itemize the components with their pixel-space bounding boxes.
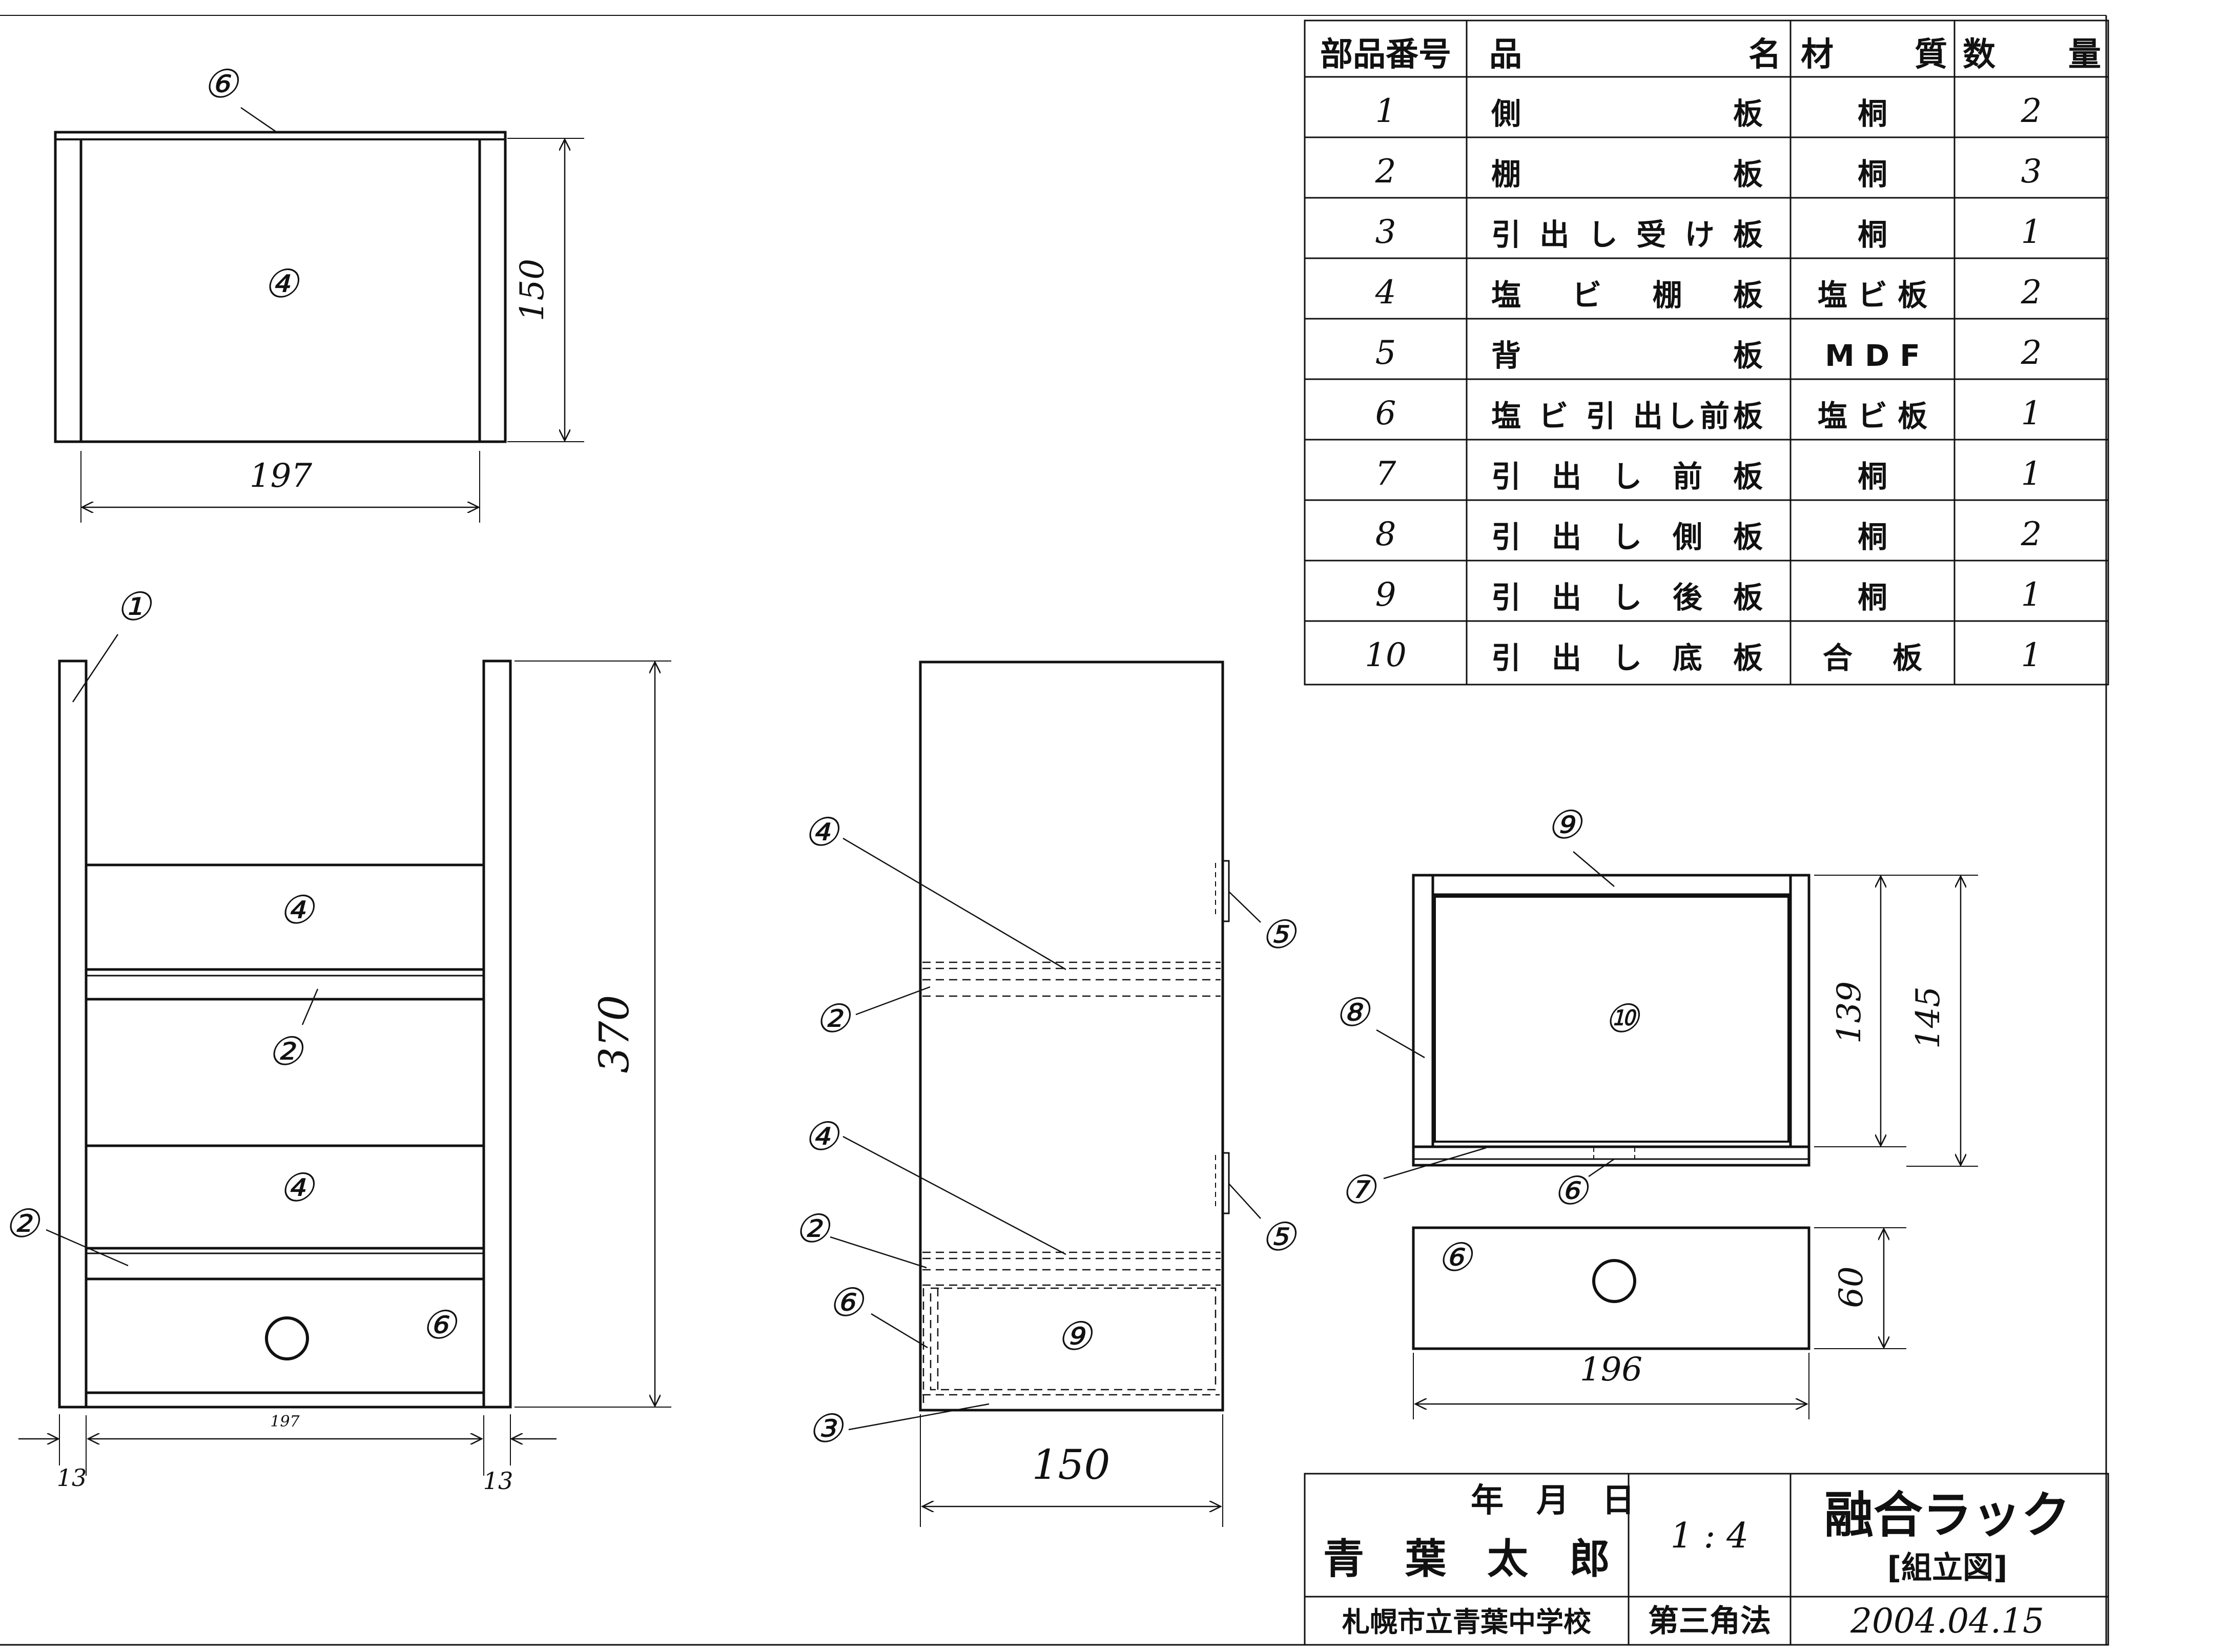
title-block: 年 月 日 青 葉 太 郎 1 : 4 融合ラック [組立図] 札幌市立青葉中学… <box>1304 1473 2109 1646</box>
balloon-front-6: ⑥ <box>421 1302 458 1348</box>
projection-method: 第三角法 <box>1648 1603 1771 1639</box>
part-quantity: 3 <box>2021 153 2042 191</box>
author-name: 青 葉 太 郎 <box>1323 1535 1610 1583</box>
top-view <box>54 107 584 523</box>
part-name: 引 出 し 底 板 <box>1491 641 1763 675</box>
dim-side-depth: 150 <box>1032 1441 1110 1489</box>
balloon-front-1: ① <box>116 584 153 629</box>
header-material-a: 材 <box>1801 36 1834 74</box>
dim-right-thickness: 13 <box>483 1467 513 1495</box>
balloon-side-9: ⑨ <box>1057 1313 1094 1359</box>
part-quantity: 1 <box>2021 395 2042 432</box>
part-name: 塩 ビ 引 出し前板 <box>1491 399 1763 433</box>
balloon-side-2b: ② <box>794 1206 831 1251</box>
part-name: 引 出 し 受 け 板 <box>1491 217 1763 252</box>
part-no: 5 <box>1375 334 1396 372</box>
drawing-subtitle: [組立図] <box>1887 1550 2008 1586</box>
header-name-a: 品 <box>1489 36 1522 74</box>
dim-top-depth: 150 <box>513 259 551 321</box>
part-material: 合 板 <box>1823 641 1922 675</box>
front-view <box>18 634 671 1476</box>
part-name: 側 板 <box>1491 96 1763 131</box>
part-name: 引 出 し 前 板 <box>1491 459 1763 494</box>
drawer-front-view <box>1412 1226 1906 1419</box>
balloon-front-4b: ④ <box>279 1165 316 1210</box>
drawing-title: 融合ラック <box>1824 1486 2070 1544</box>
school-name: 札幌市立青葉中学校 <box>1342 1606 1591 1638</box>
part-quantity: 2 <box>2021 515 2042 553</box>
balloon-drawer-10: ⑩ <box>1604 996 1641 1041</box>
balloon-top-6: ⑥ <box>203 61 240 107</box>
dim-drawer-front-height: 60 <box>1833 1266 1870 1308</box>
header-quantity-b: 量 <box>2068 36 2101 74</box>
balloon-drawer-8: ⑧ <box>1334 989 1371 1035</box>
parts-table: 部品番号 品 名 材 質 数 量 1 側 板 桐 2 2 棚 板 桐 3 3 引… <box>1304 19 2109 686</box>
part-no: 1 <box>1375 92 1396 130</box>
part-material: 桐 <box>1858 96 1887 131</box>
part-material: 桐 <box>1858 459 1887 494</box>
dim-drawer-inner-depth: 139 <box>1830 981 1868 1044</box>
part-no: 7 <box>1375 455 1396 493</box>
part-name: 塩 ビ 棚 板 <box>1491 278 1763 313</box>
balloon-top-4: ④ <box>263 261 300 306</box>
balloon-front-2b: ② <box>4 1201 41 1246</box>
part-quantity: 1 <box>2021 636 2042 674</box>
dim-top-width: 197 <box>250 457 312 495</box>
part-material: 桐 <box>1858 580 1887 615</box>
part-material: M D F <box>1825 338 1920 373</box>
part-material: 桐 <box>1858 157 1887 192</box>
dim-drawer-outer-depth: 145 <box>1909 986 1947 1049</box>
drawing-date: 2004.04.15 <box>1850 1601 2044 1641</box>
date-label: 年 月 日 <box>1471 1482 1635 1520</box>
drawing-scale: 1 : 4 <box>1671 1516 1749 1556</box>
balloon-front6-6: ⑥ <box>1437 1234 1474 1280</box>
balloon-drawer-6: ⑥ <box>1553 1168 1590 1213</box>
part-quantity: 2 <box>2021 92 2042 130</box>
dim-drawer-front-width: 196 <box>1580 1351 1642 1389</box>
header-name-b: 名 <box>1748 36 1781 74</box>
part-material: 桐 <box>1858 520 1887 554</box>
part-name: 引 出 し 側 板 <box>1491 520 1763 554</box>
part-no: 3 <box>1375 213 1396 251</box>
part-quantity: 1 <box>2021 455 2042 493</box>
part-no: 6 <box>1375 395 1396 432</box>
balloon-front-4a: ④ <box>279 887 316 933</box>
side-view <box>830 660 1261 1527</box>
dim-left-thickness: 13 <box>57 1464 87 1492</box>
part-material: 塩 ビ 板 <box>1818 399 1927 433</box>
balloon-side-4a: ④ <box>804 809 840 855</box>
part-material: 桐 <box>1858 217 1887 252</box>
dim-front-height: 370 <box>590 995 638 1073</box>
balloon-drawer-9: ⑨ <box>1547 802 1583 848</box>
drawer-top-view <box>1376 851 1978 1180</box>
part-no: 8 <box>1375 515 1396 553</box>
part-material: 塩 ビ 板 <box>1818 278 1927 313</box>
part-quantity: 1 <box>2021 576 2042 614</box>
balloon-drawer-7: ⑦ <box>1341 1167 1377 1212</box>
part-no: 2 <box>1375 153 1396 191</box>
balloon-side-2a: ② <box>815 996 852 1041</box>
balloon-side-5a: ⑤ <box>1261 912 1298 957</box>
part-quantity: 2 <box>2021 334 2042 372</box>
part-quantity: 2 <box>2021 274 2042 312</box>
balloon-side-4b: ④ <box>804 1113 840 1159</box>
header-material-b: 質 <box>1915 36 1947 74</box>
part-name: 引 出 し 後 板 <box>1491 580 1763 615</box>
dim-front-inner-width: 197 <box>270 1413 300 1431</box>
part-no: 10 <box>1365 636 1406 674</box>
balloon-side-6: ⑥ <box>828 1279 865 1325</box>
balloon-side-5b: ⑤ <box>1261 1214 1298 1259</box>
part-no: 4 <box>1375 274 1396 312</box>
balloon-front-2a: ② <box>268 1028 304 1074</box>
header-part-no: 部品番号 <box>1320 36 1451 74</box>
part-quantity: 1 <box>2021 213 2042 251</box>
part-name: 背 板 <box>1491 338 1763 373</box>
balloon-side-3: ③ <box>808 1406 845 1451</box>
header-quantity-a: 数 <box>1963 36 1995 74</box>
part-no: 9 <box>1375 576 1396 614</box>
part-name: 棚 板 <box>1491 157 1763 192</box>
